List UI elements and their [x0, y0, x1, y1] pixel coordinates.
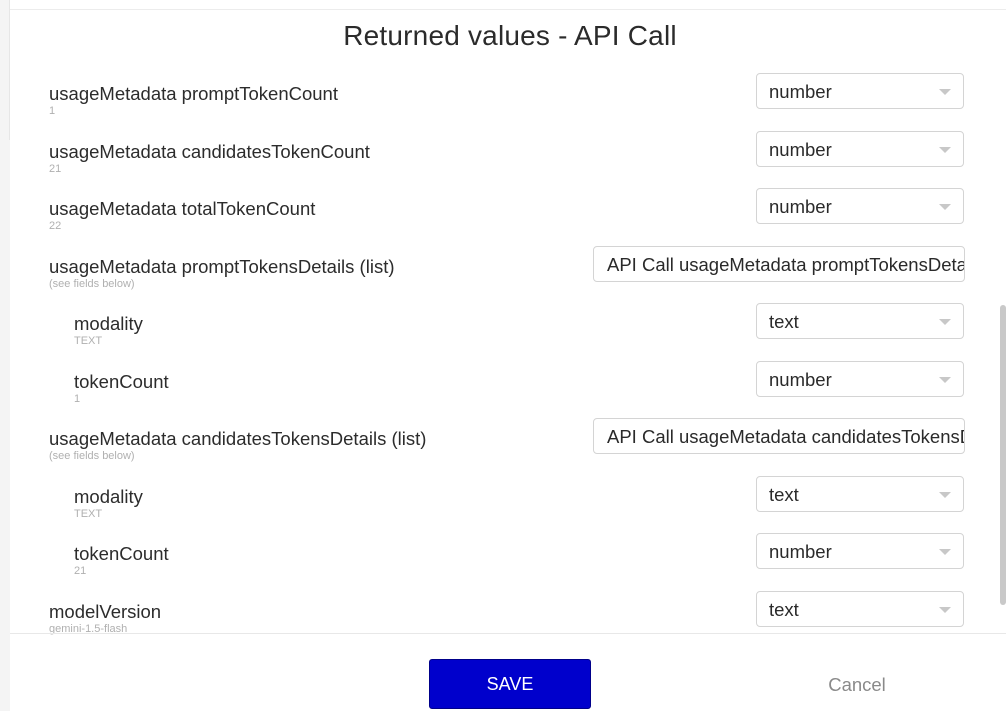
save-button[interactable]: SAVE: [429, 659, 591, 709]
vertical-scrollbar[interactable]: [1000, 305, 1006, 605]
type-select-value: number: [769, 196, 832, 217]
field-label: usageMetadata totalTokenCount: [49, 198, 316, 219]
dialog-title: Returned values - API Call: [343, 20, 677, 51]
type-select[interactable]: text: [756, 303, 964, 339]
field-sample-value: (see fields below): [49, 450, 135, 462]
chevron-down-icon: [939, 204, 951, 210]
chevron-down-icon: [939, 377, 951, 383]
type-select-value: text: [769, 599, 799, 620]
type-select[interactable]: text: [756, 591, 964, 627]
field-label: modality: [74, 486, 143, 507]
type-select[interactable]: number: [756, 533, 964, 569]
footer-divider: [10, 633, 1006, 634]
chevron-down-icon: [939, 319, 951, 325]
field-label: modelVersion: [49, 601, 162, 622]
type-select-value: number: [769, 369, 832, 390]
field-sample-value: 1: [74, 393, 81, 405]
field-row-token-count: tokenCount 1 number: [0, 361, 1006, 411]
field-row-modality: modality TEXT text: [0, 303, 1006, 353]
type-select[interactable]: text: [756, 476, 964, 512]
chevron-down-icon: [939, 607, 951, 613]
field-label: tokenCount: [74, 371, 169, 392]
field-row-prompt-tokens-details: usageMetadata promptTokensDetails (list)…: [0, 246, 1006, 296]
field-label: usageMetadata promptTokenCount: [49, 83, 338, 104]
field-label: usageMetadata promptTokensDetails (list): [49, 256, 395, 277]
type-select-value: text: [769, 311, 799, 332]
type-select[interactable]: number: [756, 73, 964, 109]
field-label: usageMetadata candidatesTokenCount: [49, 141, 370, 162]
field-sample-value: 22: [49, 220, 62, 232]
chevron-down-icon: [939, 89, 951, 95]
list-type-select[interactable]: API Call usageMetadata candidatesTokensD…: [593, 418, 965, 454]
cancel-button[interactable]: Cancel: [828, 674, 886, 695]
field-row-candidates-token-count: usageMetadata candidatesTokenCount 21 nu…: [0, 131, 1006, 181]
type-select-value: text: [769, 484, 799, 505]
chevron-down-icon: [939, 147, 951, 153]
type-select[interactable]: number: [756, 361, 964, 397]
field-sample-value: 21: [49, 163, 62, 175]
field-row-total-token-count: usageMetadata totalTokenCount 22 number: [0, 188, 1006, 238]
field-sample-value: gemini-1.5-flash: [49, 623, 128, 635]
list-type-value: API Call usageMetadata promptTokensDetai…: [607, 254, 965, 275]
list-type-select[interactable]: API Call usageMetadata promptTokensDetai…: [593, 246, 965, 282]
type-select-value: number: [769, 81, 832, 102]
list-type-value: API Call usageMetadata candidatesTokensD…: [607, 426, 964, 447]
field-label: tokenCount: [74, 543, 169, 564]
field-label: usageMetadata candidatesTokensDetails (l…: [49, 428, 427, 449]
field-sample-value: (see fields below): [49, 278, 135, 290]
type-select[interactable]: number: [756, 188, 964, 224]
field-sample-value: 21: [74, 565, 87, 577]
field-row-prompt-token-count: usageMetadata promptTokenCount 1 number: [0, 73, 1006, 123]
type-select[interactable]: number: [756, 131, 964, 167]
field-sample-value: TEXT: [74, 508, 103, 520]
chevron-down-icon: [939, 492, 951, 498]
left-panel-edge: [0, 0, 10, 711]
field-row-candidates-tokens-details: usageMetadata candidatesTokensDetails (l…: [0, 418, 1006, 468]
field-sample-value: 1: [49, 105, 56, 117]
field-row-token-count: tokenCount 21 number: [0, 533, 1006, 583]
field-label: modality: [74, 313, 143, 334]
type-select-value: number: [769, 139, 832, 160]
field-row-model-version: modelVersion gemini-1.5-flash text: [0, 591, 1006, 641]
field-sample-value: TEXT: [74, 335, 103, 347]
dialog-top-border: [10, 9, 1006, 10]
field-row-modality: modality TEXT text: [0, 476, 1006, 526]
type-select-value: number: [769, 541, 832, 562]
chevron-down-icon: [939, 549, 951, 555]
